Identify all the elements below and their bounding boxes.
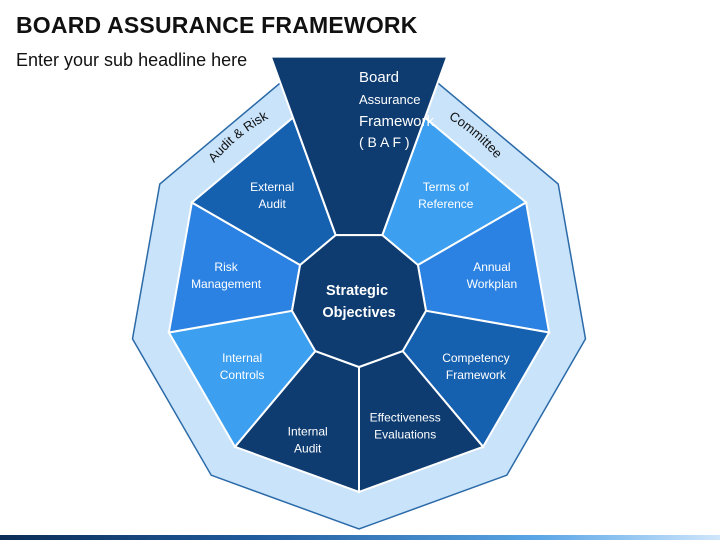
page-title: BOARD ASSURANCE FRAMEWORK: [16, 12, 418, 38]
bottom-accent-bar: [0, 535, 720, 540]
center-label: Strategic Objectives: [322, 283, 395, 321]
top-wedge-label: Board Assurance Framework ( B A F ): [359, 69, 438, 150]
center-strategic-objectives[interactable]: [290, 234, 428, 369]
page-subtitle: Enter your sub headline here: [16, 50, 248, 70]
